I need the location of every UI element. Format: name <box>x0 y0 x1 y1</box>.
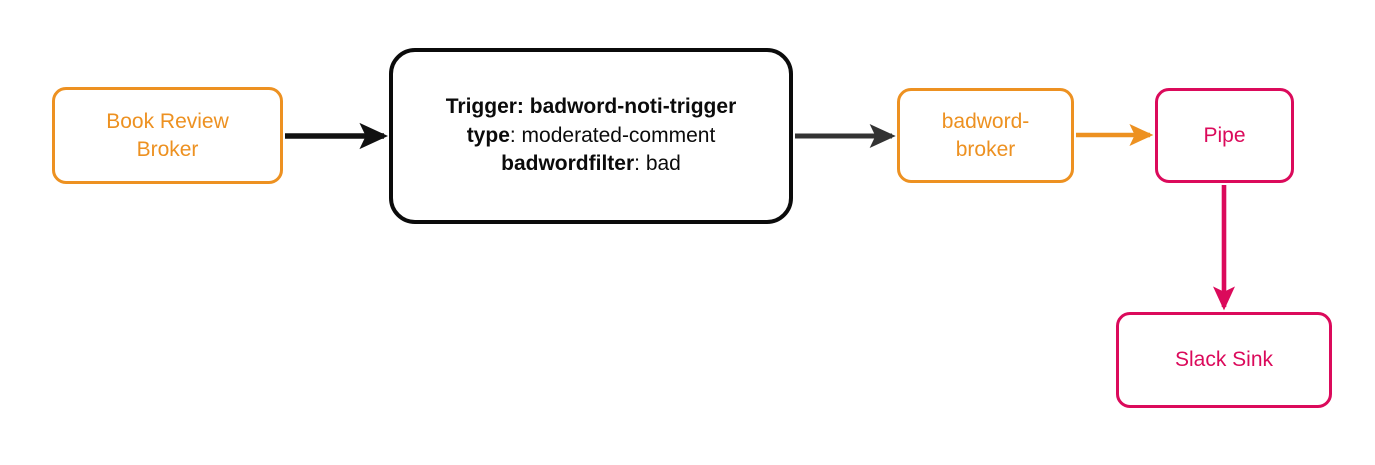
trigger-line-name-key: Trigger: <box>445 95 524 119</box>
node-trigger[interactable]: Trigger: badword-noti-trigger type: mode… <box>389 48 793 224</box>
trigger-line-badwordfilter-separator: : <box>634 152 646 176</box>
node-badword-broker-label: badword- broker <box>941 109 1030 161</box>
trigger-line-name-value: badword-noti-trigger <box>529 95 737 119</box>
node-slack-sink[interactable]: Slack Sink <box>1116 312 1332 408</box>
node-book-review-broker[interactable]: Book Review Broker <box>52 87 283 184</box>
node-slack-sink-label: Slack Sink <box>1174 348 1274 372</box>
trigger-line-badwordfilter-value: bad <box>645 152 681 176</box>
trigger-line-type: type: moderated-comment <box>446 122 737 151</box>
trigger-line-type-separator: : <box>509 123 522 147</box>
trigger-line-name: Trigger: badword-noti-trigger <box>446 93 737 122</box>
trigger-line-badwordfilter: badwordfilter: bad <box>446 150 737 179</box>
node-pipe[interactable]: Pipe <box>1155 88 1294 183</box>
node-badword-broker[interactable]: badword- broker <box>897 88 1074 183</box>
trigger-line-badwordfilter-key: badwordfilter <box>501 152 635 176</box>
node-pipe-label: Pipe <box>1203 123 1246 147</box>
node-trigger-body: Trigger: badword-noti-trigger type: mode… <box>432 93 751 179</box>
node-book-review-broker-label: Book Review Broker <box>106 109 229 161</box>
trigger-line-type-key: type <box>466 123 510 147</box>
trigger-line-type-value: moderated-comment <box>521 123 716 147</box>
